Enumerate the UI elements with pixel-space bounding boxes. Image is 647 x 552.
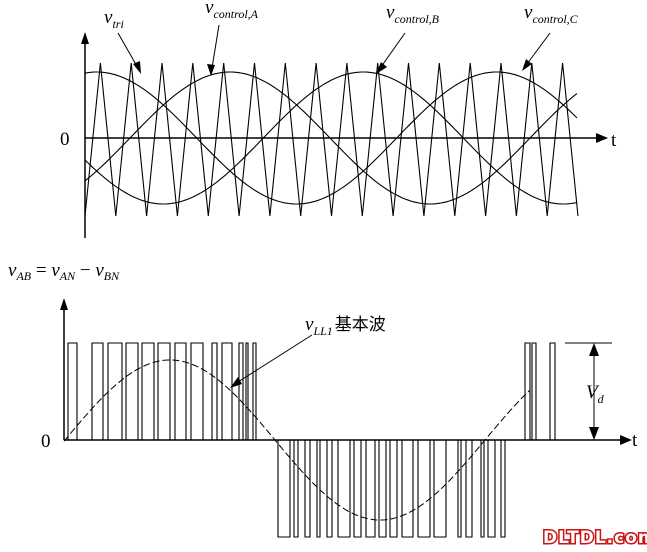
top-y-axis-arrowhead [81,32,89,44]
pwm-pulse [67,342,78,440]
watermark-logo: DLTDL.com [543,528,647,548]
pwm-pulse [337,440,351,538]
pwm-pulse [211,342,218,440]
pwm-pulse [465,440,473,538]
ctrl-c-label: vcontrol,C [524,2,579,26]
pwm-pulse [389,440,398,538]
pwm-pulse [141,342,155,440]
pwm-pulse [500,440,506,538]
fundamental-label-leader [237,334,313,383]
vd-arrowhead-up [589,343,599,356]
pwm-pulse [487,440,496,538]
pwm-pulse [190,342,204,440]
ctrl-a-label: vcontrol,A [205,0,259,21]
pwm-pulse [238,342,244,440]
pwm-pulse [549,342,556,440]
tri-label-leader [117,32,139,69]
pwm-pulse [353,440,362,538]
pwm-pulse [91,342,104,440]
bottom-zero-label: 0 [41,431,51,452]
ctrl-b-label: vcontrol,B [386,2,440,26]
vd-label: Vd [586,382,605,406]
pwm-pulse [365,440,376,538]
pwm-pulse [277,440,291,538]
pwm-pulse [378,440,387,538]
control-wave-a [84,71,578,205]
vab-equation: vAB = vAN − vBN [8,260,120,283]
pwm-pulse [245,342,249,440]
pwm-pulse [531,342,537,440]
pwm-pulse [433,440,447,538]
ctrl-a-label-arrowhead [207,64,215,76]
ctrl-a-label-leader [211,24,220,69]
top-panel: 0 t vtri vcontrol,A vcontrol,B vcontrol,… [60,0,617,238]
vd-arrowhead-down [589,427,599,440]
pwm-pulse [221,342,233,440]
pwm-pulse [316,440,321,538]
top-t-label: t [611,130,617,151]
pwm-pulse [417,440,431,538]
top-zero-label: 0 [60,129,70,150]
control-wave-b [84,71,578,205]
pwm-pulse [157,342,171,440]
bottom-t-label: t [632,430,638,451]
ctrl-c-label-leader [526,32,551,65]
bottom-y-axis-arrowhead [60,298,68,310]
pwm-pulse [174,342,187,440]
ctrl-b-label-arrowhead [376,62,387,74]
tri-label: vtri [104,7,124,31]
pwm-pulse [293,440,299,538]
pwm-pulse [326,440,333,538]
pwm-pulse [125,342,139,440]
pwm-pulse [107,342,123,440]
pwm-pulse [252,342,257,440]
bottom-t-axis-arrowhead [620,435,632,445]
pwm-pulse [524,342,531,440]
tri-label-arrowhead [133,61,141,74]
pwm-pulses [67,342,556,538]
top-t-axis-arrowhead [596,133,608,143]
pwm-pulse [401,440,414,538]
control-wave-c [84,71,578,205]
triangle-carrier-wave [84,62,579,217]
pwm-pulse [457,440,462,538]
fundamental-wave [63,359,531,521]
pwm-pulse [304,440,311,538]
pwm-pulse [480,440,485,538]
fundamental-label-arrowhead [230,377,242,388]
ctrl-b-label-leader [380,32,406,68]
ctrl-c-label-arrowhead [522,59,532,71]
